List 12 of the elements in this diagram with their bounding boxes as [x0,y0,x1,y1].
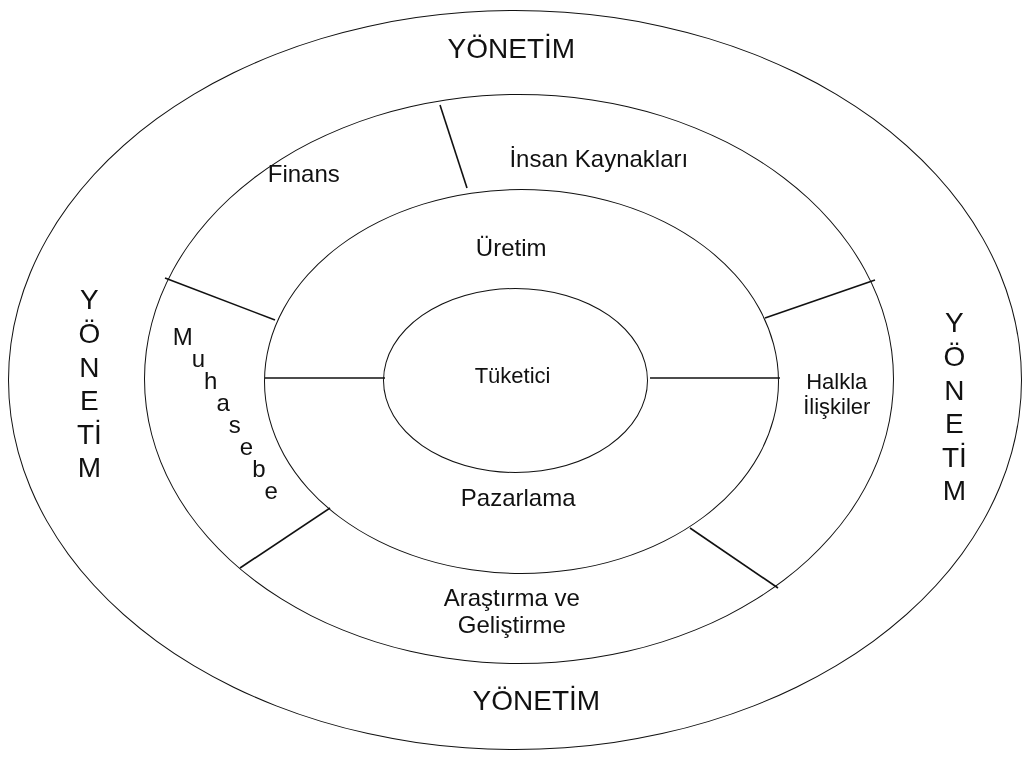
vertical-label: YÖNETİM [75,283,103,486]
ring-label: İnsan Kaynakları [508,145,690,173]
ring-label: Tüketici [474,362,551,389]
ring-label: Halkla İlişkiler [802,368,872,420]
ring-label: Araştırma ve Geliştirme [442,584,581,640]
ring-label: YÖNETİM [447,33,576,66]
ring-label: YÖNETİM [472,685,601,718]
ring-label: Üretim [475,234,547,262]
diagonal-label: Muhasebe [172,324,277,503]
ring-label: Finans [267,160,340,188]
ring-label: Pazarlama [460,484,576,512]
vertical-label: YÖNETİM [940,306,968,509]
